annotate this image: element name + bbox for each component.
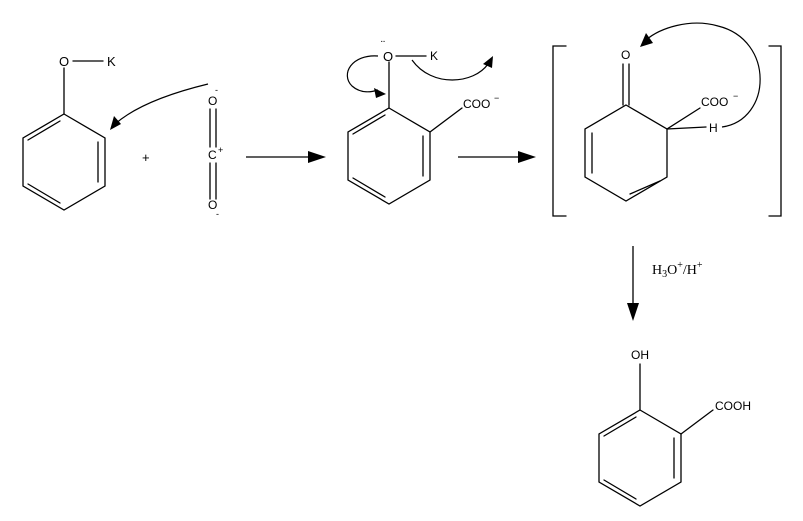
potassium-label: K <box>107 54 116 69</box>
electron-push-arrow-3 <box>411 59 489 81</box>
oxygen-label: O <box>383 49 393 64</box>
hydroxyl-label: OH <box>631 348 649 362</box>
arrowhead-4 <box>640 33 653 47</box>
carboxylate-label: COO <box>463 97 490 111</box>
carboxylate-charge: − <box>494 93 499 103</box>
oxygen-charge-bottom: - <box>216 209 219 219</box>
oxygen-label-top: O <box>208 94 217 108</box>
bracket-right <box>768 45 782 217</box>
ring-inner-double-bonds <box>27 120 99 204</box>
c-h-bond <box>666 126 707 130</box>
ring-inner-double-bonds <box>352 114 424 198</box>
carboxylate-label: COO <box>701 95 728 109</box>
plus-sign: + <box>142 150 150 165</box>
ring-inner-double-bonds <box>591 132 661 195</box>
carboxylate-charge: − <box>733 91 738 101</box>
electron-push-arrow-2 <box>346 55 379 93</box>
benzene-ring <box>598 409 682 507</box>
carboxylic-acid-label: COOH <box>715 399 751 413</box>
intermediate-cyclohexadienone: O COO − H <box>552 45 782 217</box>
carbon-label: C <box>208 148 217 162</box>
c-cooh-bond <box>680 409 714 435</box>
reactant-potassium-phenoxide: O K <box>22 54 116 211</box>
oxygen-charge-top: - <box>215 85 218 95</box>
electron-push-arrow-4 <box>645 22 761 128</box>
reactant-carbon-dioxide: - O C + O - <box>208 85 223 219</box>
arrowhead-2 <box>374 88 386 98</box>
oxygen-label: O <box>59 54 69 69</box>
oxygen-label-bottom: O <box>208 198 217 212</box>
electron-push-arrow-1 <box>114 83 209 125</box>
carbon-charge: + <box>218 145 223 155</box>
arrowhead-1 <box>110 116 121 130</box>
intermediate-phenoxide-carboxylate: ¨ O K COO − <box>347 38 499 205</box>
benzene-ring <box>22 113 106 211</box>
product-salicylic-acid: OH COOH <box>598 348 751 507</box>
ring-inner-double-bonds <box>603 416 675 500</box>
c-coo-bond <box>666 107 701 130</box>
benzene-ring <box>347 107 431 205</box>
arrowhead-3 <box>483 56 493 68</box>
reagent-label: H3O+/H+ <box>652 260 703 280</box>
potassium-label: K <box>430 49 438 63</box>
c-cooh-bond <box>429 107 463 133</box>
lone-pair-dots: ¨ <box>381 38 385 52</box>
cyclohexadiene-ring <box>584 104 668 202</box>
hydrogen-label: H <box>709 121 718 135</box>
bracket-left <box>552 45 567 217</box>
oxygen-label: O <box>621 48 630 62</box>
